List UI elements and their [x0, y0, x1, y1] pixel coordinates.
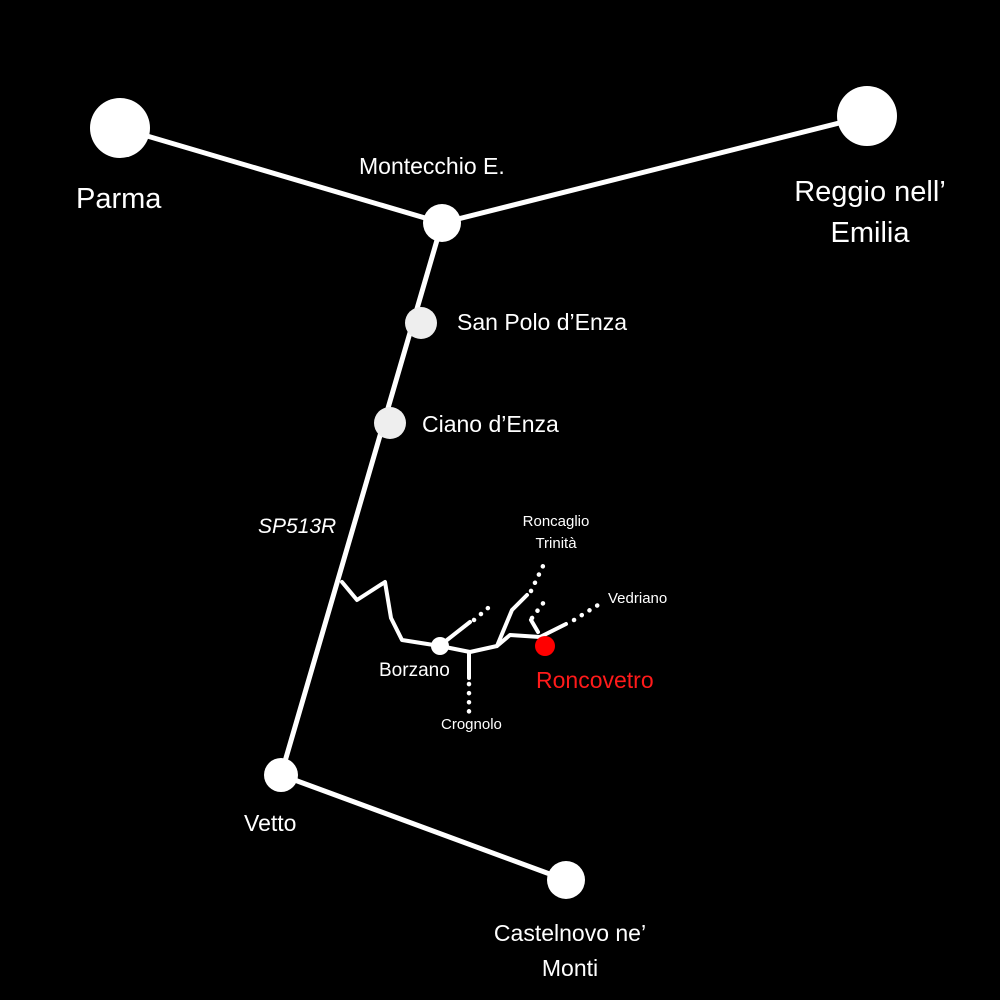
label-castelnovo-line2: Monti — [541, 955, 599, 981]
node-parma — [90, 98, 150, 158]
node-san-polo — [405, 307, 437, 339]
label-ciano: Ciano d’Enza — [422, 411, 559, 437]
label-parma: Parma — [76, 183, 162, 215]
road-branch-vedriano — [538, 622, 568, 639]
road-borzano-roncovetro — [438, 593, 529, 654]
node-borzano — [431, 637, 449, 655]
label-reggio-line2: Emilia — [830, 216, 910, 249]
dotted-roncaglio-2 — [529, 599, 547, 621]
road-to-borzano — [340, 580, 442, 648]
node-vetto — [264, 758, 298, 792]
label-crognolo: Crognolo — [441, 716, 502, 733]
node-roncovetro — [535, 636, 555, 656]
nodes — [90, 86, 897, 899]
dotted-roads — [466, 563, 601, 719]
label-borzano: Borzano — [379, 660, 450, 681]
label-castelnovo: Castelnovo ne’ Monti — [465, 916, 675, 986]
dotted-roncaglio — [528, 563, 546, 594]
road-reggio-montecchio — [439, 113, 870, 226]
label-san-polo: San Polo d’Enza — [457, 309, 628, 335]
dotted-borzano-ne — [471, 605, 491, 623]
label-roncaglio-line2: Trinità — [535, 535, 577, 552]
node-montecchio — [423, 204, 461, 242]
label-roncaglio-line1: Roncaglio — [522, 513, 590, 530]
label-montecchio: Montecchio E. — [359, 153, 505, 179]
road-parma-montecchio — [117, 125, 445, 226]
road-sp513r — [278, 220, 445, 778]
node-reggio — [837, 86, 897, 146]
label-roncaglio: Roncaglio Trinità — [506, 511, 606, 555]
node-ciano — [374, 407, 406, 439]
road-borzano-ne — [445, 620, 472, 642]
label-vedriano: Vedriano — [608, 590, 668, 607]
label-road-sp513r: SP513R — [258, 515, 337, 538]
node-castelnovo — [547, 861, 585, 899]
label-castelnovo-line1: Castelnovo ne’ — [493, 920, 647, 946]
label-vetto: Vetto — [244, 810, 297, 836]
label-roncovetro: Roncovetro — [536, 667, 654, 693]
local-roads — [340, 580, 568, 680]
road-vetto-castelnovo — [278, 772, 569, 883]
label-reggio: Reggio nell’ Emilia — [770, 172, 970, 253]
dotted-vedriano — [571, 602, 601, 623]
label-reggio-line1: Reggio nell’ — [794, 176, 946, 208]
main-roads — [117, 113, 870, 883]
road-roncaglio-stub — [529, 618, 540, 634]
